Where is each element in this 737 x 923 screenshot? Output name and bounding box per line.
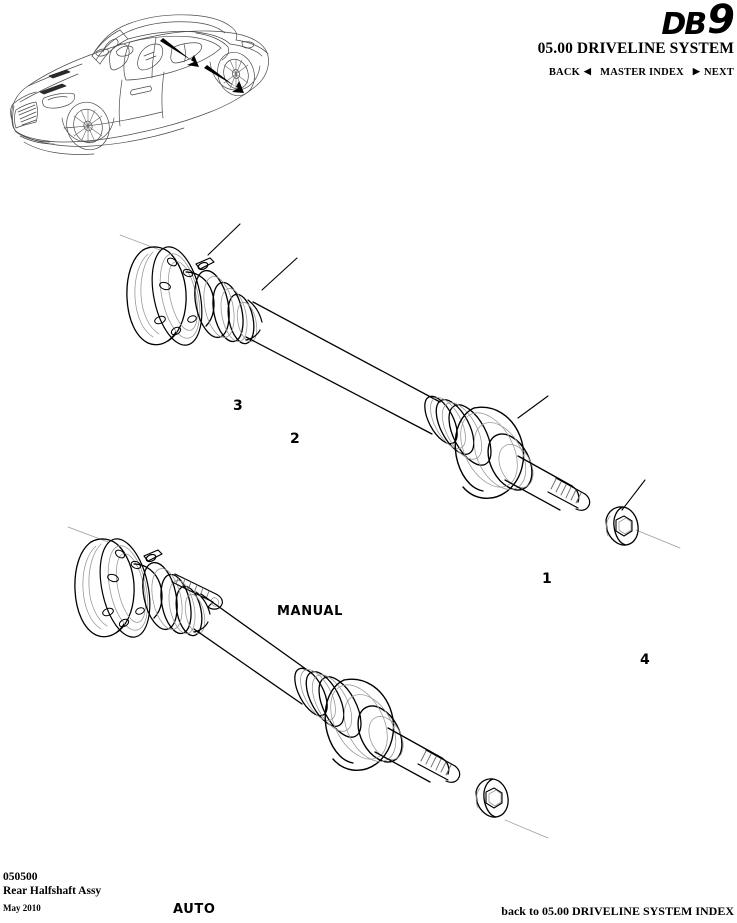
- variant-label-manual: MANUAL: [277, 604, 343, 619]
- vehicle-thumbnail-illustration: [4, 2, 272, 177]
- next-arrow-icon[interactable]: ▶: [692, 66, 701, 76]
- part-name: Rear Halfshaft Assy: [3, 885, 102, 897]
- part-number: 050500: [3, 871, 38, 883]
- db9-model-logo: DB9: [314, 0, 735, 40]
- callout-number-2[interactable]: 2: [290, 431, 300, 447]
- master-index-link[interactable]: MASTER INDEX: [600, 67, 684, 78]
- page-header: DB9 05.00 DRIVELINE SYSTEM BACK◀ MASTER I…: [314, 0, 735, 78]
- back-link[interactable]: BACK: [548, 67, 580, 78]
- exploded-parts-diagram: MANUAL AUTO 3 2 1 4: [0, 180, 737, 917]
- logo-db-text: DB: [661, 7, 707, 42]
- logo-nine-text: 9: [707, 0, 735, 43]
- auto-halfshaft-assembly: [67, 526, 549, 839]
- callout-number-1[interactable]: 1: [542, 571, 552, 587]
- manual-halfshaft-assembly: [119, 223, 681, 549]
- page-title: 05.00 DRIVELINE SYSTEM: [537, 40, 734, 57]
- page-footer: 050500 Rear Halfshaft Assy May 2010 back…: [0, 861, 737, 923]
- footer-part-info: 050500 Rear Halfshaft Assy May 2010: [3, 870, 101, 915]
- navigation-bar: BACK◀ MASTER INDEX ▶NEXT: [314, 66, 734, 78]
- callout-number-3[interactable]: 3: [233, 398, 243, 414]
- back-to-index-link[interactable]: back to 05.00 DRIVELINE SYSTEM INDEX: [501, 904, 734, 918]
- callout-number-4[interactable]: 4: [640, 652, 650, 668]
- publication-date: May 2010: [3, 903, 41, 913]
- back-arrow-icon[interactable]: ◀: [583, 66, 592, 76]
- variant-label-auto: AUTO: [173, 902, 216, 917]
- next-link[interactable]: NEXT: [704, 67, 734, 78]
